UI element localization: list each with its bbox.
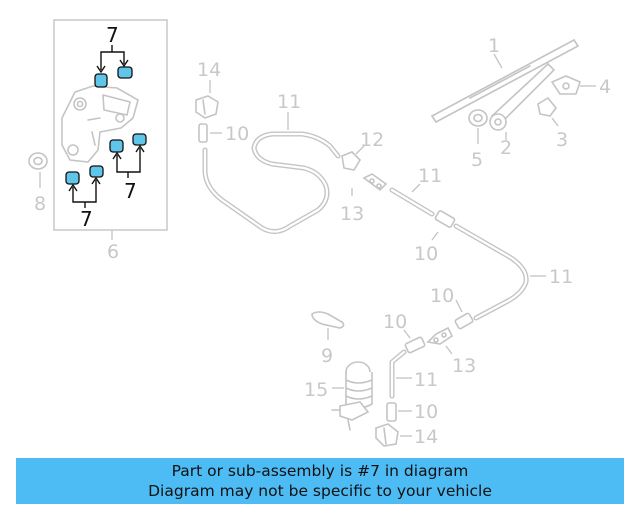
hose-joint-13-top xyxy=(362,173,388,192)
hose-clip-10-e xyxy=(386,402,397,422)
callout-10-a[interactable]: 10 xyxy=(225,123,249,145)
washer-hose-loop xyxy=(202,131,341,234)
callout-10-e[interactable]: 10 xyxy=(414,401,438,423)
callout-14-bottom[interactable]: 14 xyxy=(414,426,438,448)
callout-11-a[interactable]: 11 xyxy=(277,91,301,113)
callout-7-top[interactable]: 7 xyxy=(106,23,119,47)
callout-10-c[interactable]: 10 xyxy=(430,285,454,307)
washer-nozzle-12 xyxy=(341,151,362,171)
grommet-bushing-mid-right[interactable] xyxy=(132,133,147,146)
callout-1[interactable]: 1 xyxy=(488,35,500,57)
grommet-bushing-mid-left[interactable] xyxy=(109,139,124,153)
wiper-motor xyxy=(61,85,139,163)
hose-clip-10-d xyxy=(404,336,426,354)
hose-clip-10-b xyxy=(434,210,456,228)
grommet-part-8 xyxy=(28,152,48,170)
wiper-blade-1 xyxy=(431,39,579,123)
callout-13-b[interactable]: 13 xyxy=(452,355,476,377)
callout-3[interactable]: 3 xyxy=(556,129,568,151)
hose-clip-10-a xyxy=(198,123,208,143)
callout-10-b[interactable]: 10 xyxy=(414,243,438,265)
grommet-bushing-low-left[interactable] xyxy=(65,171,80,185)
callout-11-b[interactable]: 11 xyxy=(418,165,442,187)
bracket-part-9 xyxy=(311,311,345,329)
callout-11-d[interactable]: 11 xyxy=(414,369,438,391)
washer-hose-short xyxy=(389,349,407,399)
grommet-bushing-low-right[interactable] xyxy=(89,165,104,178)
leader-7-right xyxy=(116,148,141,178)
elbow-connector-top xyxy=(195,95,219,119)
grommet-bushing-top-left[interactable] xyxy=(94,73,108,88)
callout-4[interactable]: 4 xyxy=(599,76,611,98)
callout-15[interactable]: 15 xyxy=(304,379,328,401)
callout-5[interactable]: 5 xyxy=(471,149,483,171)
footer-line-part-info: Part or sub-assembly is #7 in diagram xyxy=(171,462,469,480)
footer-banner: Part or sub-assembly is #7 in diagram Di… xyxy=(16,458,624,504)
callout-7-right[interactable]: 7 xyxy=(124,179,137,203)
subassembly-frame xyxy=(53,19,168,231)
footer-line-disclaimer: Diagram may not be specific to your vehi… xyxy=(148,482,492,500)
washer-pump-15 xyxy=(331,361,373,431)
cover-part-4 xyxy=(550,75,581,95)
callout-2[interactable]: 2 xyxy=(500,137,512,159)
callout-13-a[interactable]: 13 xyxy=(340,203,364,225)
cap-part-3 xyxy=(537,96,558,117)
hose-joint-13-bottom xyxy=(426,326,454,345)
callout-14-top[interactable]: 14 xyxy=(197,59,221,81)
grommet-bushing-top-right[interactable] xyxy=(117,66,133,79)
callout-6[interactable]: 6 xyxy=(107,241,119,263)
callout-11-c[interactable]: 11 xyxy=(549,266,573,288)
hose-clip-10-c xyxy=(454,312,474,330)
parts-diagram: 6 7 7 7 8 14 10 11 xyxy=(28,19,611,448)
elbow-connector-bottom xyxy=(375,423,399,447)
callout-9[interactable]: 9 xyxy=(321,345,333,367)
leader-7-top xyxy=(100,45,125,70)
callout-12[interactable]: 12 xyxy=(360,129,384,151)
callout-7-bottom[interactable]: 7 xyxy=(80,207,93,231)
cap-part-5 xyxy=(468,109,488,127)
washer-hose-long xyxy=(453,223,529,321)
wiper-arm-2 xyxy=(489,62,556,131)
leader-7-bottom xyxy=(72,180,97,208)
callout-8[interactable]: 8 xyxy=(34,193,46,215)
callout-10-d[interactable]: 10 xyxy=(383,311,407,333)
